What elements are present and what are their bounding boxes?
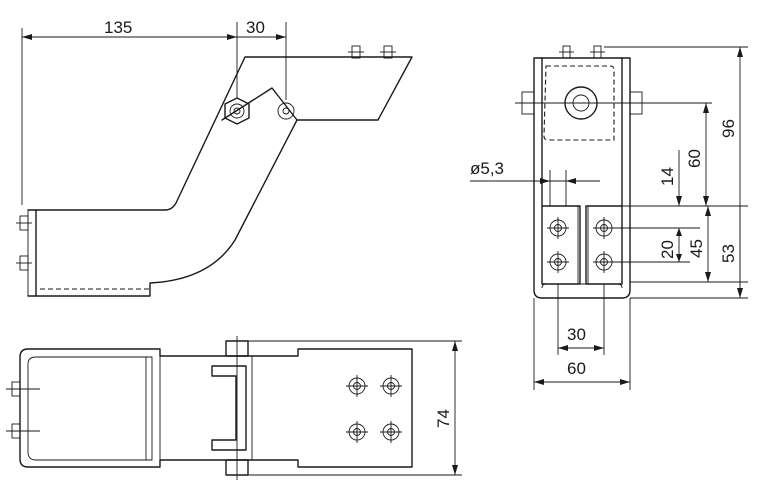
dim-53: 53: [719, 244, 738, 263]
dim-30-front: 30: [567, 325, 586, 344]
dim-14: 14: [658, 167, 677, 186]
dim-96: 96: [719, 119, 738, 138]
dim-74: 74: [434, 409, 453, 428]
hex-nut-icon: [224, 97, 250, 125]
side-view: 135 30: [16, 18, 413, 297]
front-view: 96 60 14 20 45 53 ø5,3 30: [470, 45, 748, 390]
dim-60-vertical: 60: [685, 149, 704, 168]
dim-60-bottom: 60: [567, 359, 586, 378]
dim-135: 135: [104, 18, 132, 37]
dim-hole-diameter: ø5,3: [470, 159, 504, 178]
dim-20: 20: [658, 240, 677, 259]
dim-45: 45: [687, 239, 706, 258]
top-view: 74: [6, 336, 462, 480]
dim-30-side: 30: [246, 18, 265, 37]
